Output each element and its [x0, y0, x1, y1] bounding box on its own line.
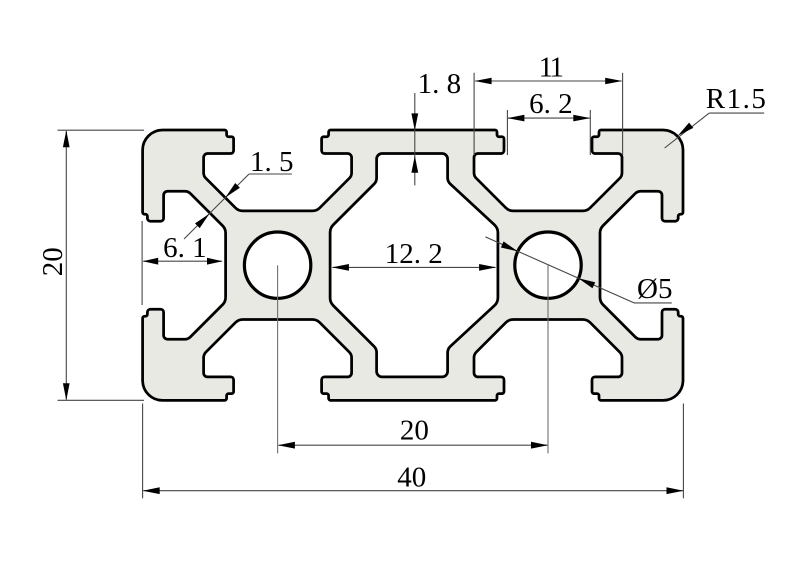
svg-text:1. 5: 1. 5: [250, 146, 294, 178]
svg-text:R1.5: R1.5: [706, 83, 768, 115]
svg-text:20: 20: [400, 415, 429, 447]
svg-text:6. 2: 6. 2: [529, 88, 573, 120]
svg-text:Ø5: Ø5: [637, 273, 672, 305]
svg-text:6. 1: 6. 1: [163, 232, 207, 264]
svg-text:12. 2: 12. 2: [385, 238, 443, 270]
svg-text:11: 11: [539, 52, 563, 84]
svg-text:1. 8: 1. 8: [418, 68, 462, 100]
svg-text:40: 40: [397, 462, 426, 494]
svg-text:20: 20: [37, 247, 69, 276]
